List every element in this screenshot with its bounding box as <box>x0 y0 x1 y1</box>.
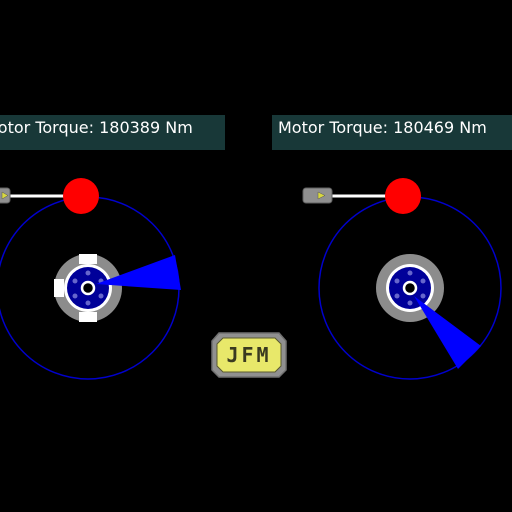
hub-axle-right <box>402 280 418 296</box>
hub-right <box>376 254 444 322</box>
torque-label-right: Motor Torque: 180469 Nm <box>278 118 487 137</box>
ball-left[interactable] <box>63 178 99 214</box>
hub-bolts-left <box>72 270 104 306</box>
torque-readout-right: Motor Torque: 180469 Nm <box>272 115 512 150</box>
torque-readout-left: Motor Torque: 180389 Nm <box>0 115 225 150</box>
logo-plate <box>216 337 282 373</box>
pointer-right <box>414 296 481 369</box>
pointer-left <box>96 255 181 290</box>
motor-right <box>302 178 502 380</box>
hub-axle-left <box>80 280 96 296</box>
clamp-left-icon[interactable] <box>0 187 11 204</box>
clamp-right-icon[interactable] <box>302 187 333 204</box>
hub-left <box>54 254 122 322</box>
hub-notch-left-top <box>79 254 97 264</box>
hub-notch-left-bottom <box>79 312 97 322</box>
torque-label-left: Motor Torque: 180389 Nm <box>0 118 193 137</box>
motor-left <box>0 178 181 380</box>
ball-right[interactable] <box>385 178 421 214</box>
logo-text: JFM <box>226 343 271 367</box>
hub-bolts-right <box>394 270 426 306</box>
jfm-logo: JFM <box>211 332 287 378</box>
hub-notch-left-side <box>54 279 64 297</box>
